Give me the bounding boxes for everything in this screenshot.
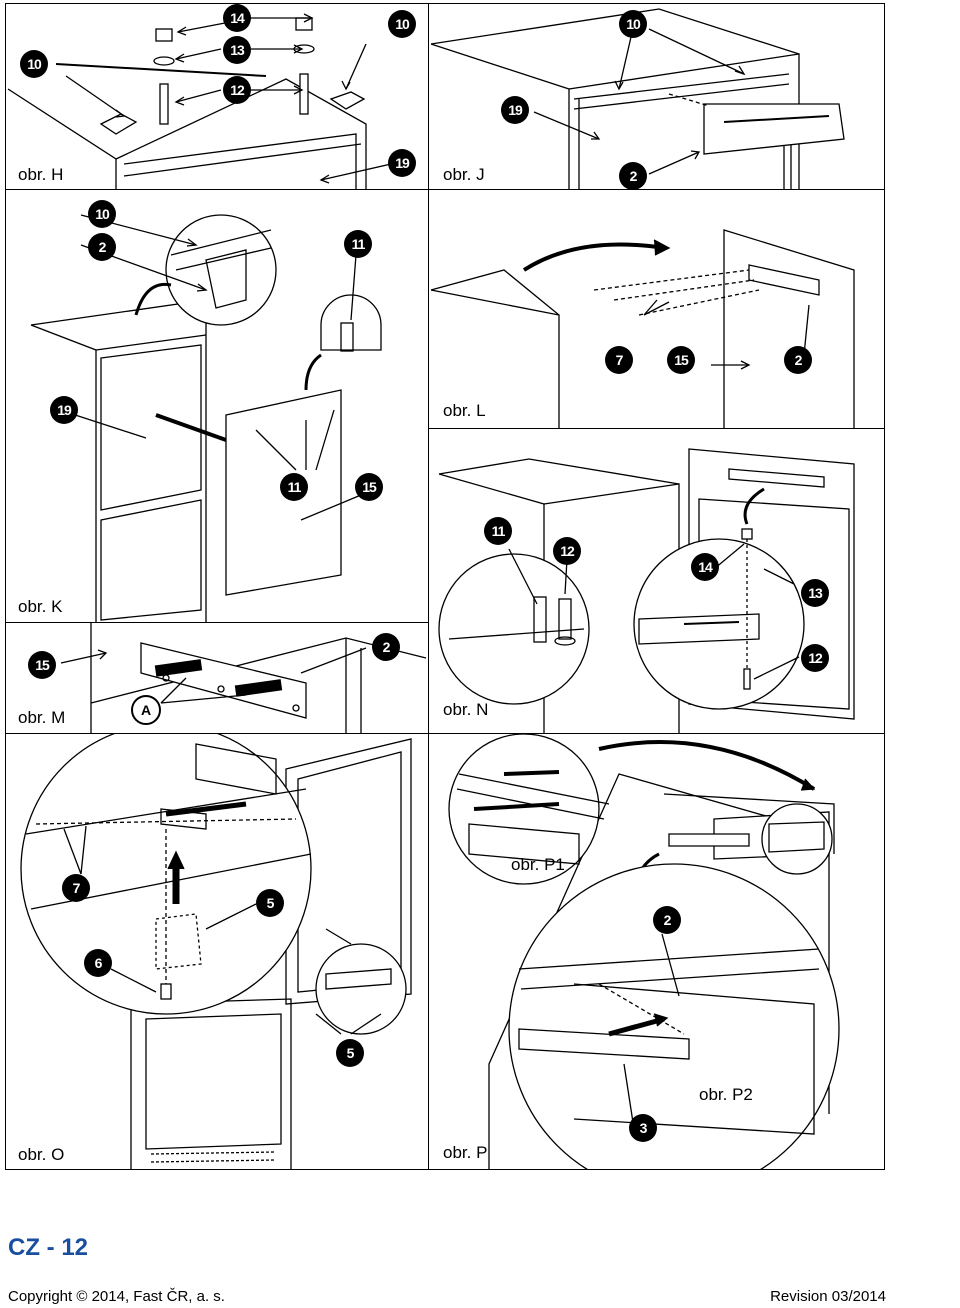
panel-obr-m: 15 2 A obr. M (5, 622, 429, 734)
page-label: CZ - 12 (8, 1234, 89, 1261)
panel-j-drawing (430, 8, 845, 189)
caption-obr-p1: obr. P1 (511, 855, 565, 874)
caption-obr-p2: obr. P2 (699, 1085, 753, 1104)
panel-obr-p: 2 3 obr. P1 obr. P2 obr. P (428, 733, 885, 1170)
callout-2: 2 (653, 906, 681, 934)
caption-obr-p: obr. P (443, 1143, 488, 1162)
caption-obr-m: obr. M (18, 708, 66, 727)
revision-date: 03/2014 (831, 1288, 886, 1305)
panel-k-drawing (30, 214, 382, 622)
callout-2: 2 (784, 346, 812, 374)
callout-15: 15 (355, 473, 383, 501)
callout-14: 14 (691, 553, 719, 581)
panel-obr-k: 10 2 11 19 11 15 obr. K (5, 189, 429, 623)
panel-obr-o: 7 5 6 5 obr. O (5, 733, 429, 1170)
callout-11: 11 (484, 517, 512, 545)
revision-label: Revision (770, 1288, 828, 1305)
callout-6: 6 (84, 949, 112, 977)
callout-15: 15 (28, 651, 56, 679)
callout-13: 13 (223, 36, 251, 64)
panel-o-drawing (20, 734, 412, 1169)
revision-info: Revision 03/2014 (770, 1288, 886, 1305)
caption-obr-n: obr. N (443, 700, 489, 719)
callout-12-left: 12 (553, 537, 581, 565)
callout-2: 2 (619, 162, 647, 189)
callout-12: 12 (223, 76, 251, 104)
caption-obr-h: obr. H (18, 165, 64, 184)
callout-14: 14 (223, 4, 251, 32)
callout-11-top: 11 (344, 230, 372, 258)
copyright-text: Copyright © 2014, Fast ČR, a. s. (8, 1288, 225, 1305)
callout-10: 10 (619, 10, 647, 38)
caption-obr-o: obr. O (18, 1145, 65, 1164)
callout-12-right: 12 (801, 644, 829, 672)
panel-p-drawing (448, 734, 840, 1169)
panel-obr-h: 14 13 12 10 10 19 obr. H (5, 3, 429, 190)
caption-obr-l: obr. L (443, 401, 486, 420)
callout-3: 3 (629, 1114, 657, 1142)
callout-5-top: 5 (256, 889, 284, 917)
panel-obr-j: 10 19 2 obr. J (428, 3, 885, 190)
callout-19: 19 (50, 396, 78, 424)
callout-13: 13 (801, 579, 829, 607)
callout-5-bottom: 5 (336, 1039, 364, 1067)
callout-19: 19 (501, 96, 529, 124)
panel-h-drawing (7, 13, 392, 189)
callout-11: 11 (280, 473, 308, 501)
callout-10-left: 10 (20, 50, 48, 78)
callout-a: A (131, 695, 161, 725)
panel-m-drawing (60, 623, 427, 733)
callout-7: 7 (62, 874, 90, 902)
callout-2: 2 (372, 633, 400, 661)
caption-obr-j: obr. J (443, 165, 485, 184)
callout-19: 19 (388, 149, 416, 177)
panel-obr-n: 11 12 14 13 12 obr. N (428, 428, 885, 734)
callout-15: 15 (667, 346, 695, 374)
callout-2: 2 (88, 233, 116, 261)
panel-l-drawing (430, 229, 855, 428)
callout-10-right: 10 (388, 10, 416, 38)
caption-obr-k: obr. K (18, 597, 63, 616)
callout-10: 10 (88, 200, 116, 228)
callout-7: 7 (605, 346, 633, 374)
panel-obr-l: 7 15 2 obr. L (428, 189, 885, 429)
